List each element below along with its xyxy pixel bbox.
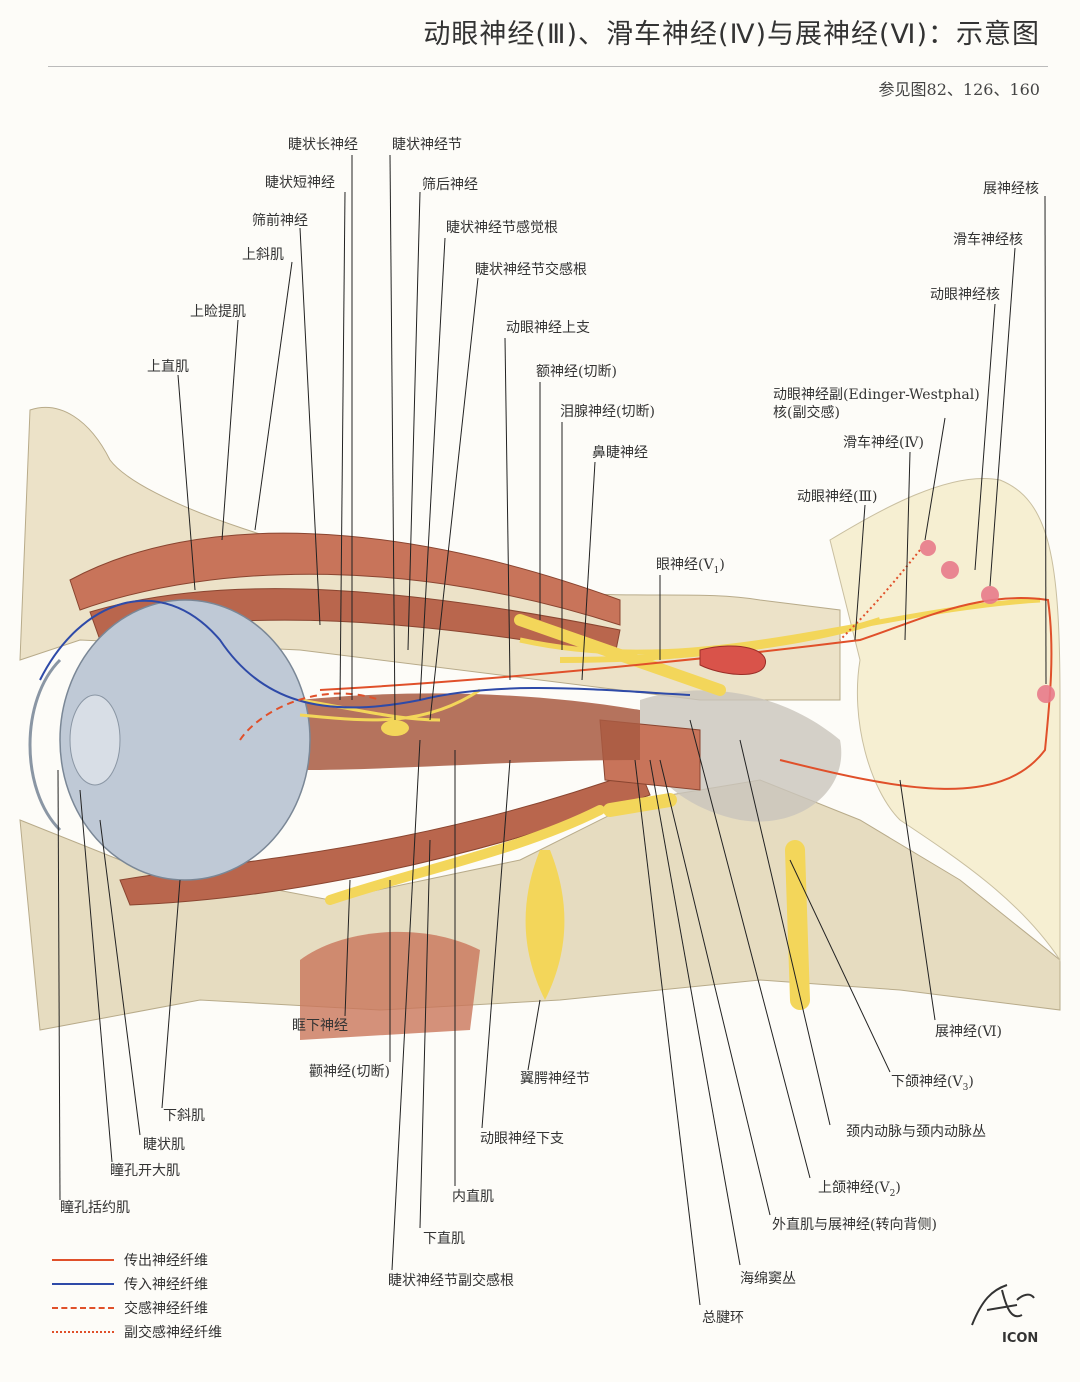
label-oculomotor-nerve: 动眼神经(Ⅲ) <box>797 489 878 505</box>
legend-swatch-dotted-red <box>52 1331 114 1333</box>
label-posterior-ethmoidal-nerve: 筛后神经 <box>422 177 478 193</box>
label-edinger-westphal-1: 动眼神经副(Edinger-Westphal) <box>773 387 980 403</box>
cornea <box>28 658 62 832</box>
label-superior-oblique: 上斜肌 <box>242 247 284 263</box>
parasympathetic-fibers <box>839 549 921 641</box>
ciliary-nerves <box>299 688 481 722</box>
sympathetic-fibers <box>239 692 381 741</box>
legend-item-sympathetic: 交感神经纤维 <box>52 1296 222 1320</box>
label-medial-rectus: 内直肌 <box>452 1189 494 1205</box>
internal-carotid-artery <box>699 645 766 675</box>
label-trochlear-nucleus: 滑车神经核 <box>953 232 1023 248</box>
oculomotor-nucleus-dot <box>941 561 959 579</box>
legend-swatch-solid-blue <box>52 1283 114 1285</box>
label-infraorbital-nerve: 眶下神经 <box>292 1018 348 1034</box>
legend-item-afferent: 传入神经纤维 <box>52 1272 222 1296</box>
legend: 传出神经纤维 传入神经纤维 交感神经纤维 副交感神经纤维 <box>52 1248 222 1344</box>
levator-muscle <box>69 532 621 626</box>
eyeball <box>59 599 311 881</box>
infraorbital-nerve <box>325 805 605 905</box>
figure-reference: 参见图82、126、160 <box>878 80 1040 99</box>
inferior-rectus-muscle <box>119 769 651 906</box>
label-inferior-oblique: 下斜肌 <box>163 1108 205 1124</box>
legend-swatch-solid-red <box>52 1259 114 1261</box>
label-dilator-pupillae: 瞳孔开大肌 <box>110 1163 180 1179</box>
ciliary-ganglion-shape <box>381 720 409 736</box>
label-pterygopalatine-ganglion: 翼腭神经节 <box>520 1071 590 1087</box>
label-superior-rectus: 上直肌 <box>147 359 189 375</box>
trochlear-nucleus-dot <box>981 586 999 604</box>
label-lateral-rectus: 外直肌与展神经(转向背侧) <box>772 1217 937 1233</box>
mandibular-nerve <box>785 840 810 1010</box>
abducens-nucleus-dot <box>1037 685 1055 703</box>
label-short-ciliary-nerve: 睫状短神经 <box>265 175 335 191</box>
label-ophthalmic-nerve: 眼神经(V1) <box>656 557 725 576</box>
trochlear-nerve <box>519 597 1041 655</box>
label-parasympathetic-root: 睫状神经节副交感根 <box>388 1273 514 1289</box>
label-anterior-ethmoidal-nerve: 筛前神经 <box>252 213 308 229</box>
label-sphincter-pupillae: 瞳孔括约肌 <box>60 1200 130 1216</box>
label-ciliary-ganglion: 睫状神经节 <box>392 137 462 153</box>
page-title: 动眼神经(Ⅲ)、滑车神经(Ⅳ)与展神经(Ⅵ)：示意图 <box>423 19 1040 50</box>
label-ciliary-long-nerve: 睫状长神经 <box>288 137 358 153</box>
label-inferior-rectus: 下直肌 <box>423 1231 465 1247</box>
label-internal-carotid: 颈内动脉与颈内动脉丛 <box>846 1124 986 1140</box>
medial-rectus-muscle <box>300 693 640 770</box>
netter-signature-logo: ICON <box>971 1284 1038 1346</box>
label-lacrimal-nerve: 泪腺神经(切断) <box>560 404 655 420</box>
label-zygomatic-nerve: 颧神经(切断) <box>309 1064 390 1080</box>
label-ganglion-sensory-root: 睫状神经节感觉根 <box>446 220 558 236</box>
label-oculomotor-inferior-branch: 动眼神经下支 <box>480 1131 564 1147</box>
label-edinger-westphal-2: 核(副交感) <box>773 405 840 421</box>
label-abducens-nucleus: 展神经核 <box>983 181 1039 197</box>
label-oculomotor-nucleus: 动眼神经核 <box>930 287 1000 303</box>
afferent-fibers <box>39 599 691 709</box>
label-mandibular-nerve: 下颌神经(V3) <box>891 1074 974 1093</box>
efferent-fibers <box>319 597 1053 790</box>
pterygopalatine-ganglion <box>525 850 565 1000</box>
label-ciliary-muscle: 睫状肌 <box>143 1137 185 1153</box>
legend-item-efferent: 传出神经纤维 <box>52 1248 222 1272</box>
ophthalmic-nerve <box>514 614 726 696</box>
leader-lines <box>57 154 1047 1306</box>
icon-logo-text: ICON <box>1002 1331 1038 1346</box>
label-oculomotor-superior-branch: 动眼神经上支 <box>506 320 590 336</box>
legend-swatch-dashed-red <box>52 1307 114 1309</box>
label-nasociliary-nerve: 鼻睫神经 <box>592 445 648 461</box>
title-rule <box>48 66 1048 67</box>
lens <box>69 694 121 786</box>
label-trochlear-nerve: 滑车神经(Ⅳ) <box>843 435 924 451</box>
label-frontal-nerve: 额神经(切断) <box>536 364 617 380</box>
ew-nucleus-dot <box>920 540 936 556</box>
label-ganglion-sympathetic-root: 睫状神经节交感根 <box>475 262 587 278</box>
label-annular-tendon: 总腱环 <box>702 1310 744 1326</box>
legend-item-parasympathetic: 副交感神经纤维 <box>52 1320 222 1344</box>
label-cavernous-plexus: 海绵窦丛 <box>740 1271 796 1287</box>
label-levator: 上睑提肌 <box>190 304 246 320</box>
label-maxillary-nerve: 上颌神经(V2) <box>818 1180 901 1199</box>
label-abducens-nerve: 展神经(Ⅵ) <box>935 1024 1003 1040</box>
